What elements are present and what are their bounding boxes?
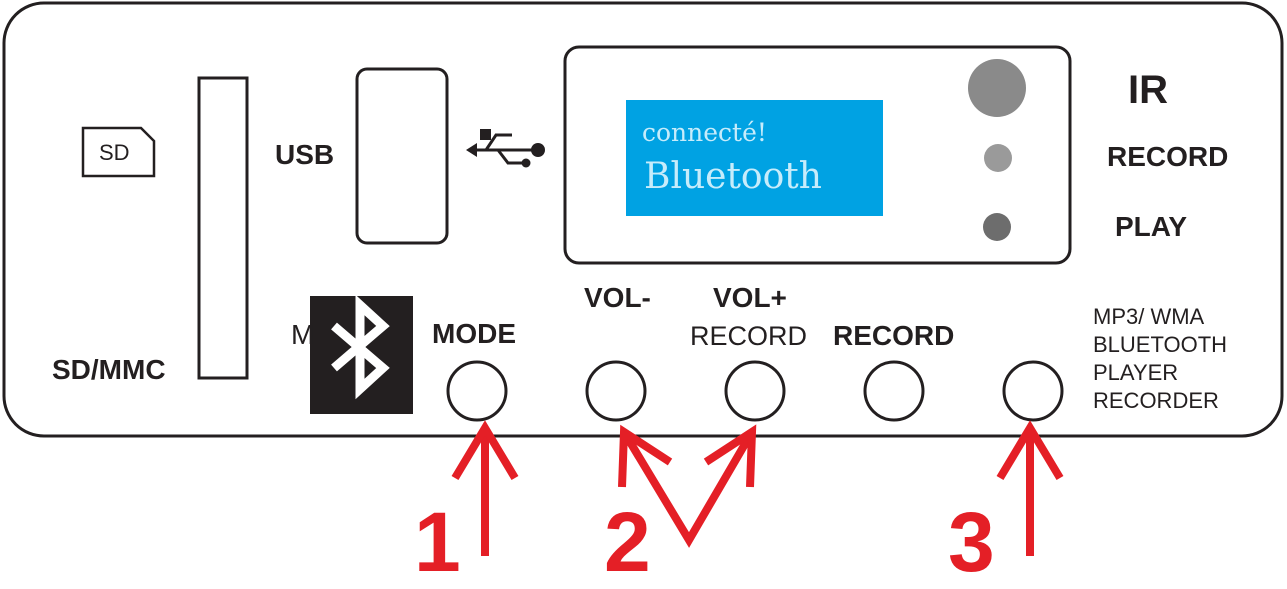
callout-arrows xyxy=(451,420,1064,556)
record-button[interactable] xyxy=(863,360,925,422)
sd-icon-label: SD xyxy=(99,140,130,165)
vol-minus-label: VOL- xyxy=(584,282,651,313)
callout-number-2: 2 xyxy=(604,495,651,589)
sd-card-icon xyxy=(81,126,156,178)
play-led-label: PLAY xyxy=(1115,211,1188,242)
device-description: MP3/ WMA BLUETOOTH PLAYER RECORDER xyxy=(1093,303,1227,415)
device-description-line: MP3/ WMA xyxy=(1093,304,1205,329)
device-description-line: PLAYER xyxy=(1093,360,1179,385)
callout-number-1: 1 xyxy=(414,495,461,589)
usb-port[interactable] xyxy=(355,67,449,245)
device-description-line: RECORDER xyxy=(1093,388,1219,413)
record-led-label: RECORD xyxy=(1107,141,1229,172)
bluetooth-icon xyxy=(331,294,390,400)
record-led xyxy=(984,144,1012,172)
device-description-line: BLUETOOTH xyxy=(1093,332,1228,357)
vol-minus-button[interactable] xyxy=(585,360,647,422)
play-led xyxy=(983,213,1011,241)
vol-plus-record-label: RECORD xyxy=(690,321,808,351)
vol-plus-label: VOL+ xyxy=(713,282,787,313)
lcd-status-text: connecté! xyxy=(642,118,767,147)
sd-mmc-label: SD/MMC xyxy=(52,354,166,385)
ir-sensor xyxy=(968,59,1026,117)
callout-number-3: 3 xyxy=(948,495,995,589)
callout-arrow-2 xyxy=(618,424,757,548)
mode-partial-label: M xyxy=(291,319,315,350)
sd-card-slot[interactable] xyxy=(197,76,249,380)
vol-plus-record-button[interactable] xyxy=(724,360,786,422)
ir-label: IR xyxy=(1128,68,1168,112)
callout-arrow-1 xyxy=(451,420,519,556)
power-button[interactable] xyxy=(1002,360,1064,422)
usb-label: USB xyxy=(275,139,335,170)
lcd-mode-text: Bluetooth xyxy=(644,156,822,197)
lcd-screen: connecté! Bluetooth xyxy=(626,100,883,216)
record-button-label: RECORD xyxy=(833,320,955,351)
mode-label: MODE xyxy=(432,318,516,349)
callout-arrow-3 xyxy=(996,420,1064,556)
usb-icon xyxy=(466,129,545,168)
mode-button[interactable] xyxy=(446,360,508,422)
